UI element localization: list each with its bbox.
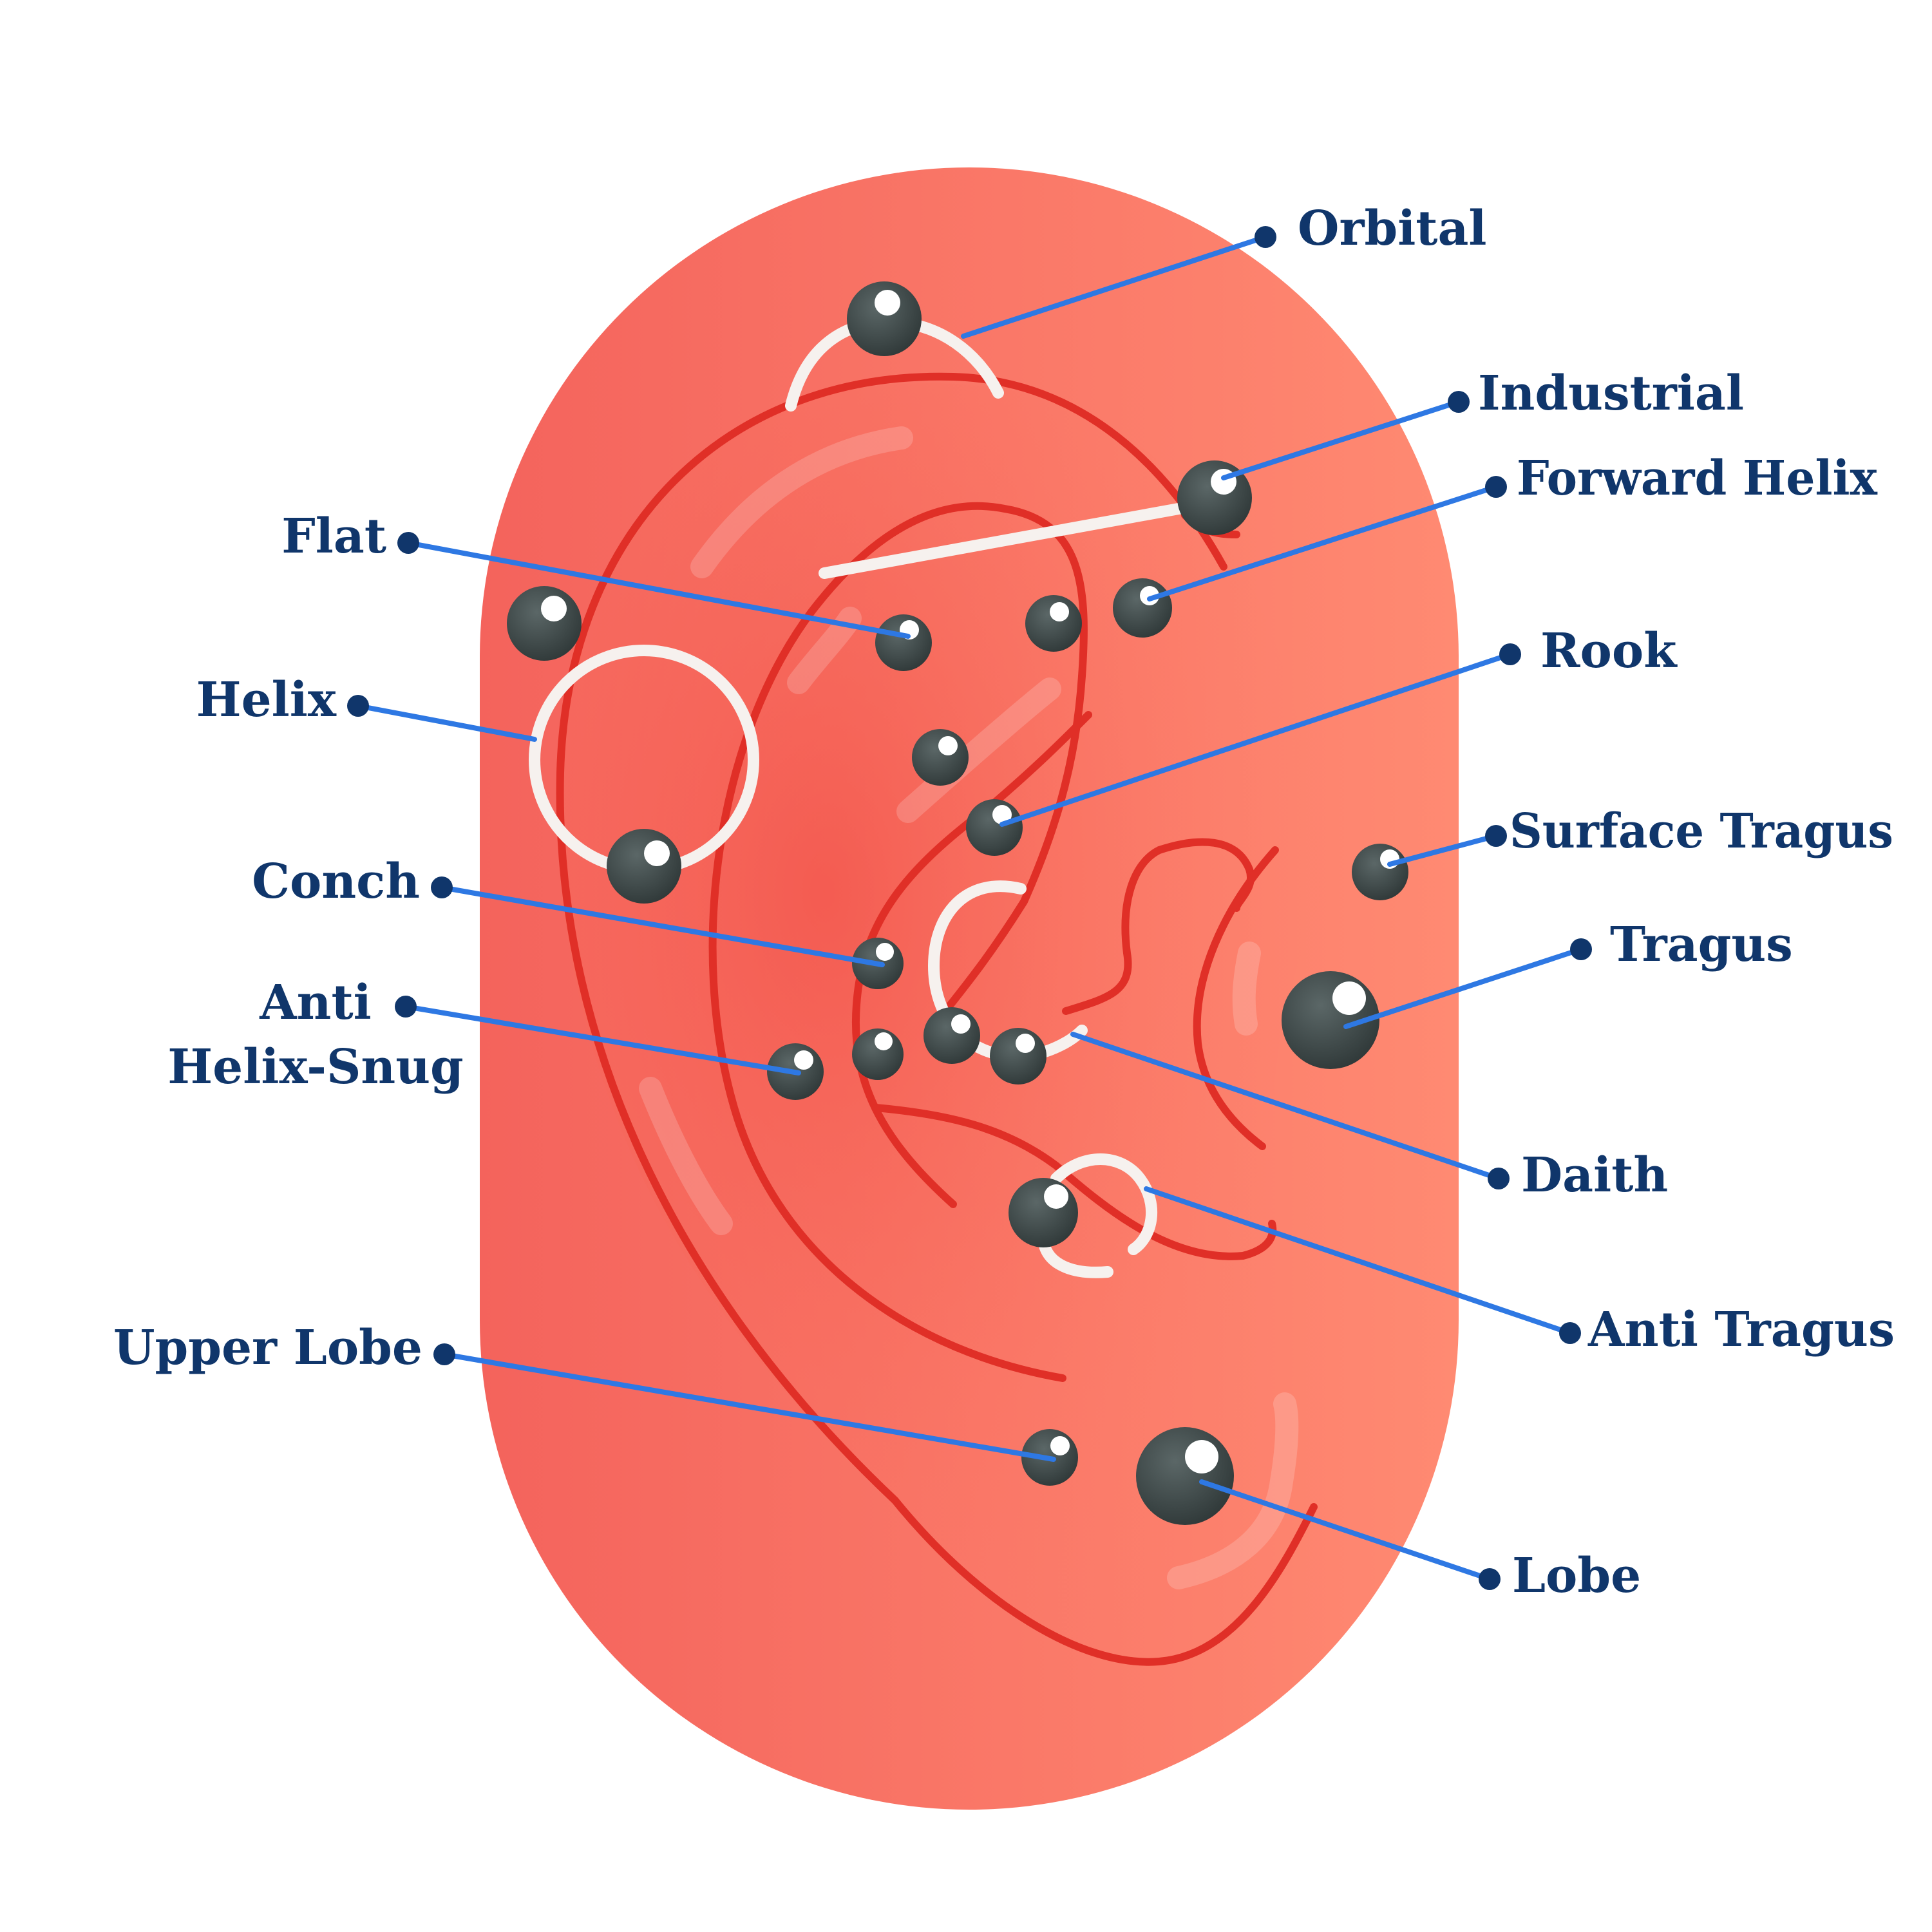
dot-rook [1499, 643, 1521, 665]
antihelix-inner [852, 711, 1092, 1208]
surface-tragus-stud [1352, 844, 1408, 900]
tragus-stud [1282, 971, 1379, 1069]
forward-helix-stud [1113, 578, 1172, 638]
dot-surface-tragus [1485, 825, 1507, 847]
jewelry-studs [507, 281, 1408, 1525]
anti-helix-snug-stud-2 [852, 1028, 904, 1080]
dot-orbital [1255, 226, 1276, 248]
daith-stud-2 [990, 1028, 1046, 1084]
dot-lobe [1479, 1568, 1501, 1590]
dot-upper-lobe [433, 1343, 455, 1365]
leader-tragus [1343, 947, 1584, 1029]
leader-surface-tragus [1387, 833, 1499, 867]
flat-stud-2 [1025, 595, 1082, 652]
orbital-stud [847, 281, 922, 356]
antitragus-ring [1050, 1153, 1158, 1255]
leader-industrial [1221, 399, 1461, 480]
dot-conch [431, 876, 453, 898]
dot-tragus [1570, 938, 1592, 960]
concha-bowl-outline [872, 1104, 1277, 1260]
helix-stud-top [507, 586, 582, 661]
gloss-highlight [1232, 942, 1261, 1036]
leader-anti-helix-snug [403, 1004, 801, 1075]
leader-lobe [1199, 1479, 1492, 1582]
label-conch: Conch [252, 854, 420, 909]
lobe-stud [1136, 1427, 1234, 1525]
leader-lines [355, 234, 1584, 1582]
label-anti-helix-snug-line2: Helix-Snug [167, 1039, 464, 1095]
dot-industrial [1448, 391, 1470, 413]
label-tragus: Tragus [1610, 917, 1793, 972]
labels: Orbital Industrial Forward Helix Flat He… [113, 201, 1895, 1604]
dot-forward-helix [1485, 476, 1507, 498]
leader-helix [355, 703, 537, 742]
label-anti-helix-snug-line1: Anti [259, 975, 372, 1030]
label-helix: Helix [196, 672, 337, 728]
dot-anti-tragus [1559, 1322, 1581, 1344]
label-daith: Daith [1521, 1148, 1668, 1203]
anti-tragus-stud [1009, 1178, 1078, 1247]
label-lobe: Lobe [1512, 1548, 1641, 1604]
tragus-outline [1062, 838, 1255, 1015]
leader-forward-helix [1147, 484, 1499, 601]
leader-anti-tragus [1144, 1186, 1573, 1336]
flat-stud [875, 614, 932, 671]
label-forward-helix: Forward Helix [1517, 451, 1878, 506]
daith-stud-1 [923, 1007, 980, 1064]
leader-rook [999, 652, 1513, 827]
rook-stud [966, 799, 1023, 856]
antihelix-outline [708, 502, 1088, 1382]
dot-anti-helix-snug [395, 996, 417, 1018]
label-flat: Flat [281, 509, 386, 564]
helix-stud-bottom [607, 829, 681, 904]
gloss-highlight [639, 1077, 733, 1235]
label-dots [347, 226, 1592, 1590]
helix-rim-outline [556, 372, 1318, 1666]
dot-helix [347, 695, 369, 717]
dot-daith [1488, 1168, 1510, 1189]
industrial-bar [819, 503, 1184, 579]
leader-daith [1070, 1032, 1501, 1181]
gloss-highlight [896, 677, 1061, 823]
label-upper-lobe: Upper Lobe [113, 1320, 422, 1376]
gloss-highlight [1167, 1392, 1299, 1589]
gloss-highlight [690, 426, 913, 578]
dot-flat [397, 532, 419, 554]
rook-stud-top [912, 729, 969, 786]
leader-upper-lobe [442, 1352, 1056, 1462]
label-orbital: Orbital [1298, 201, 1487, 256]
label-rook: Rook [1540, 623, 1678, 679]
leader-conch [439, 885, 885, 967]
label-industrial: Industrial [1478, 366, 1744, 421]
leader-flat [406, 540, 911, 639]
label-surface-tragus: Surface Tragus [1510, 804, 1893, 859]
label-anti-tragus: Anti Tragus [1587, 1302, 1895, 1358]
antitragus-outline [1193, 846, 1279, 1150]
leader-orbital [961, 234, 1268, 339]
